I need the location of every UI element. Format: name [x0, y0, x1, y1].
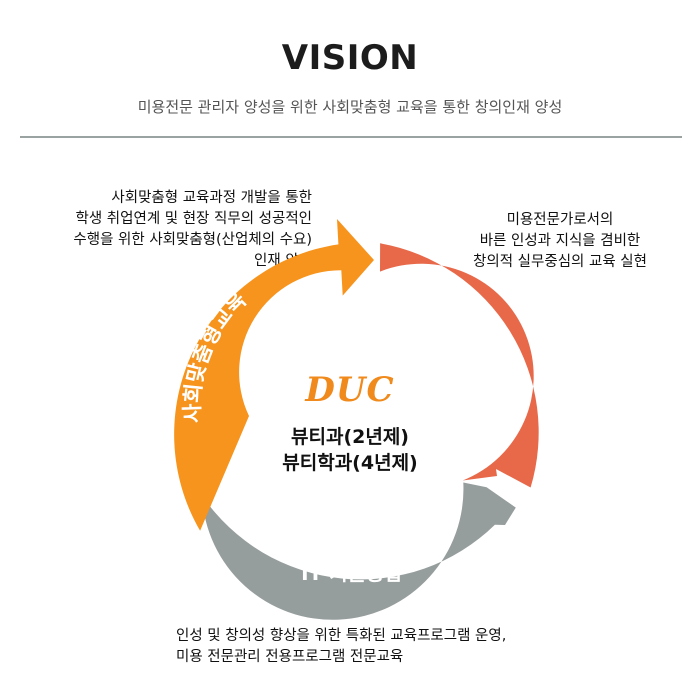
description-line: 창의적 실무중심의 교육 실현: [473, 254, 647, 270]
description-line: 인성 및 창의성 향상을 위한 특화된 교육프로그램 운영,: [176, 628, 507, 644]
cycle-segment-it: [202, 482, 516, 620]
bottom-description: 인성 및 창의성 향상을 위한 특화된 교육프로그램 운영, 미용 전문관리 전…: [176, 626, 696, 668]
cycle-label-it: IT 기술융합: [301, 561, 403, 585]
cycle-segment-social: [174, 219, 374, 531]
cycle-label-industry: 산학일체형 직업교육: [428, 267, 515, 436]
page-title: VISION: [281, 38, 419, 78]
description-line: 학생 취업연계 및 현장 직무의 성공적인: [75, 211, 312, 227]
cycle-segment-industry: [380, 243, 539, 488]
description-line: 미용전문가로서의: [506, 212, 614, 228]
left-description: 사회맞춤형 교육과정 개발을 통한 학생 취업연계 및 현장 직무의 성공적인 …: [0, 188, 312, 272]
description-line: 사회맞춤형 교육과정 개발을 통한: [111, 190, 312, 206]
description-line: 미용 전문관리 전용프로그램 전문교육: [176, 649, 404, 665]
department-item: 뷰티과(2년제): [291, 426, 409, 448]
duc-logo: DUC: [305, 370, 395, 410]
divider: [20, 136, 682, 138]
description-line: 수행을 위한 사회맞춤형(산업체의 수요): [73, 232, 312, 248]
right-description: 미용전문가로서의 바른 인성과 지식을 겸비한 창의적 실무중심의 교육 실현: [420, 210, 700, 273]
department-list: 뷰티과(2년제) 뷰티학과(4년제): [240, 424, 460, 476]
description-line: 바른 인성과 지식을 겸비한: [479, 233, 641, 249]
department-item: 뷰티학과(4년제): [282, 452, 418, 474]
page-subtitle: 미용전문 관리자 양성을 위한 사회맞춤형 교육을 통한 창의인재 양성: [137, 98, 563, 116]
